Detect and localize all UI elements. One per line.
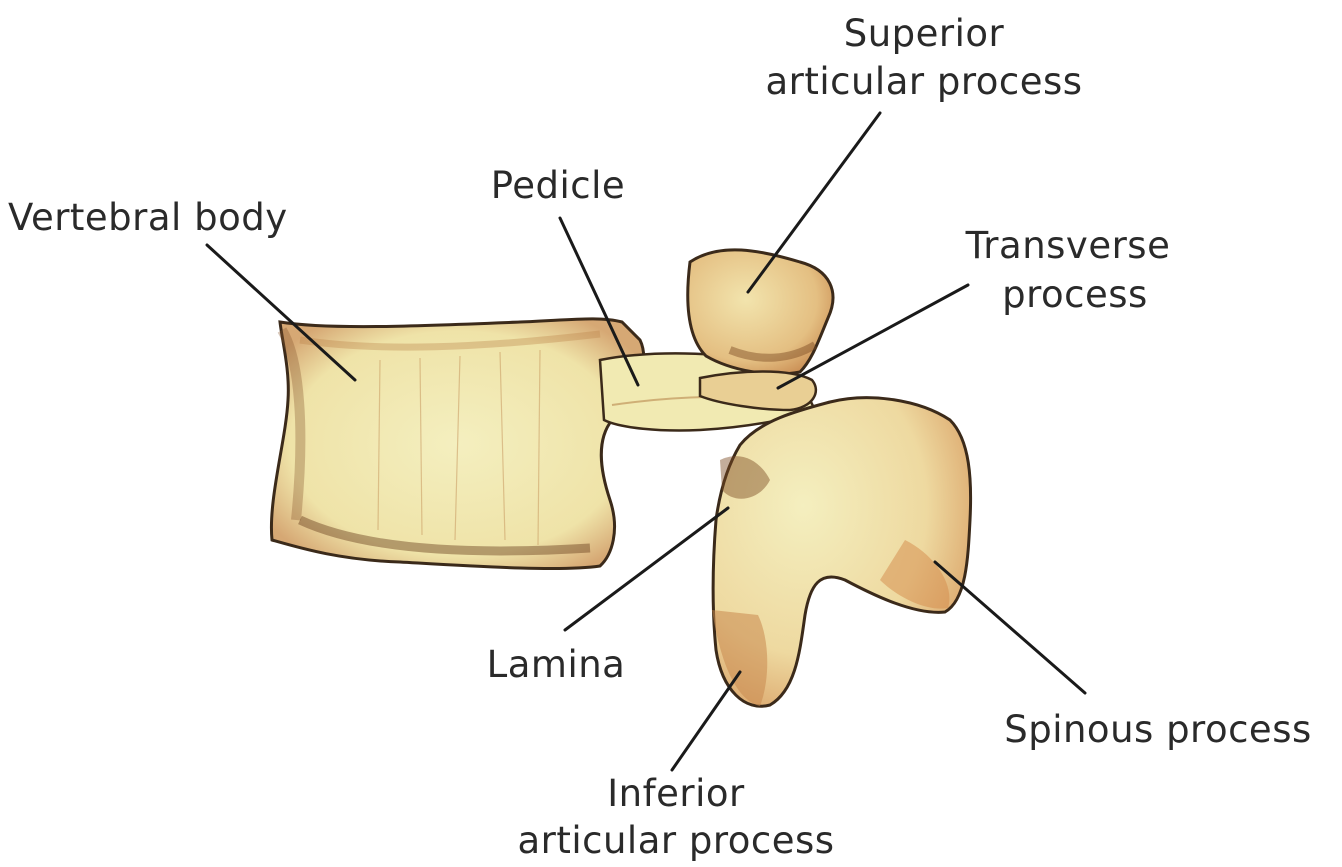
label-vertebral-body: Vertebral body xyxy=(8,196,288,239)
label-inferior-articular-process-line2: articular process xyxy=(517,819,834,862)
label-superior-articular-process-line1: Superior xyxy=(844,12,1005,55)
label-transverse-process-line2: process xyxy=(1002,273,1148,316)
label-spinous-process: Spinous process xyxy=(1004,708,1312,751)
label-lamina: Lamina xyxy=(487,643,626,686)
superior-articular-process-shape xyxy=(688,250,833,374)
leader-spinous-process xyxy=(935,562,1085,693)
leader-inferior-articular-process xyxy=(672,672,740,770)
labels: Superior articular process Pedicle Verte… xyxy=(8,12,1312,862)
label-inferior-articular-process-line1: Inferior xyxy=(607,772,745,815)
label-transverse-process-line1: Transverse xyxy=(965,224,1171,267)
label-superior-articular-process-line2: articular process xyxy=(765,60,1082,103)
label-pedicle: Pedicle xyxy=(491,164,625,207)
spinous-process-shape xyxy=(712,398,971,707)
leader-vertebral-body xyxy=(207,245,355,380)
leader-superior-articular-process xyxy=(748,113,880,292)
